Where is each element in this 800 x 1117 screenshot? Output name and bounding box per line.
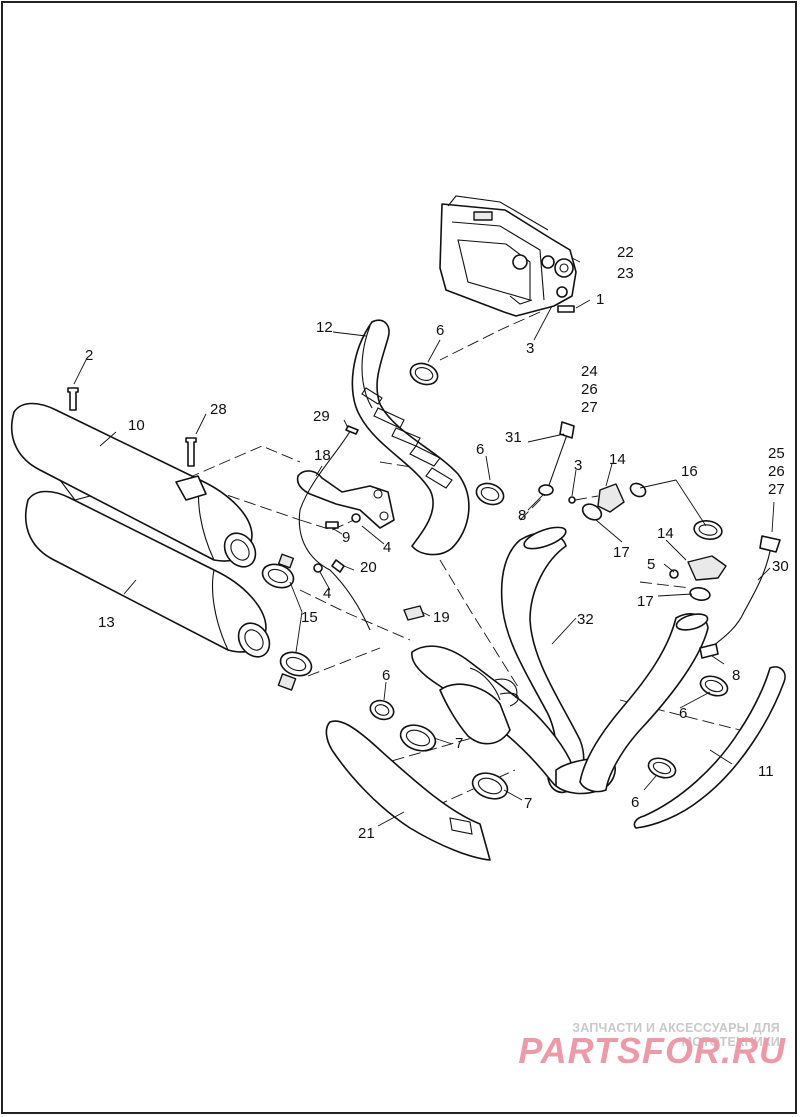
bolts [67,305,575,467]
callout-8b: 8 [732,667,740,684]
callout-6d: 6 [679,705,687,722]
induction-module [439,195,577,317]
callout-6e: 6 [631,794,639,811]
heat-shields [325,666,786,861]
callout-3b: 3 [574,457,582,474]
callout-27a: 27 [581,399,598,416]
muffler-upper [10,402,257,568]
clamp-rings [369,362,729,800]
callout-12: 12 [316,319,333,336]
callout-1: 1 [596,291,604,308]
callout-6b: 6 [476,441,484,458]
callout-14a: 14 [609,451,626,468]
callout-22: 22 [617,244,634,261]
callout-17a: 17 [613,544,630,561]
small-parts [403,605,519,707]
callout-20: 20 [360,559,377,576]
callout-21: 21 [358,825,375,842]
callout-28: 28 [210,401,227,418]
callout-13: 13 [98,614,115,631]
callout-26a: 26 [581,381,598,398]
muffler-clamps [261,553,313,691]
callout-30: 30 [772,558,789,575]
callout-18: 18 [314,447,331,464]
callout-4b: 4 [323,585,331,602]
callout-19: 19 [433,609,450,626]
callout-26b: 26 [768,463,785,480]
callout-5: 5 [647,556,655,573]
muffler-lower [24,490,271,658]
callout-24: 24 [581,363,598,380]
mount-bracket [296,470,395,573]
callout-16: 16 [681,463,698,480]
callout-6c: 6 [382,667,390,684]
callout-labels: 1 2 3 3 4 4 5 6 6 6 6 6 7 7 8 8 9 10 11 … [85,244,789,842]
callout-11: 11 [758,763,774,780]
front-pipe-upper [579,613,709,793]
o2-sensor-wires [298,421,781,659]
callout-8a: 8 [518,507,526,524]
callout-2: 2 [85,347,93,364]
callout-32: 32 [577,611,594,628]
rear-header-pipe [351,319,470,556]
callout-9: 9 [342,529,350,546]
callout-14b: 14 [657,525,674,542]
callout-27b: 27 [768,481,785,498]
callout-31: 31 [505,429,522,446]
watermark-caption: ЗАПЧАСТИ И АКСЕССУАРЫ ДЛЯ МОТОТЕХНИКИ [572,1021,780,1049]
flanges-gaskets [568,482,727,601]
callout-29: 29 [313,408,330,425]
callout-3a: 3 [526,340,534,357]
watermark-logo: PARTSFOR.RU [518,1030,786,1071]
leader-lines [73,257,775,827]
callout-10: 10 [128,417,145,434]
callout-4a: 4 [383,539,391,556]
callout-23: 23 [617,265,634,282]
callout-15: 15 [301,609,318,626]
callout-25: 25 [768,445,785,462]
callout-6a: 6 [436,322,444,339]
callout-7b: 7 [524,795,532,812]
callout-17b: 17 [637,593,654,610]
callout-7a: 7 [455,735,463,752]
